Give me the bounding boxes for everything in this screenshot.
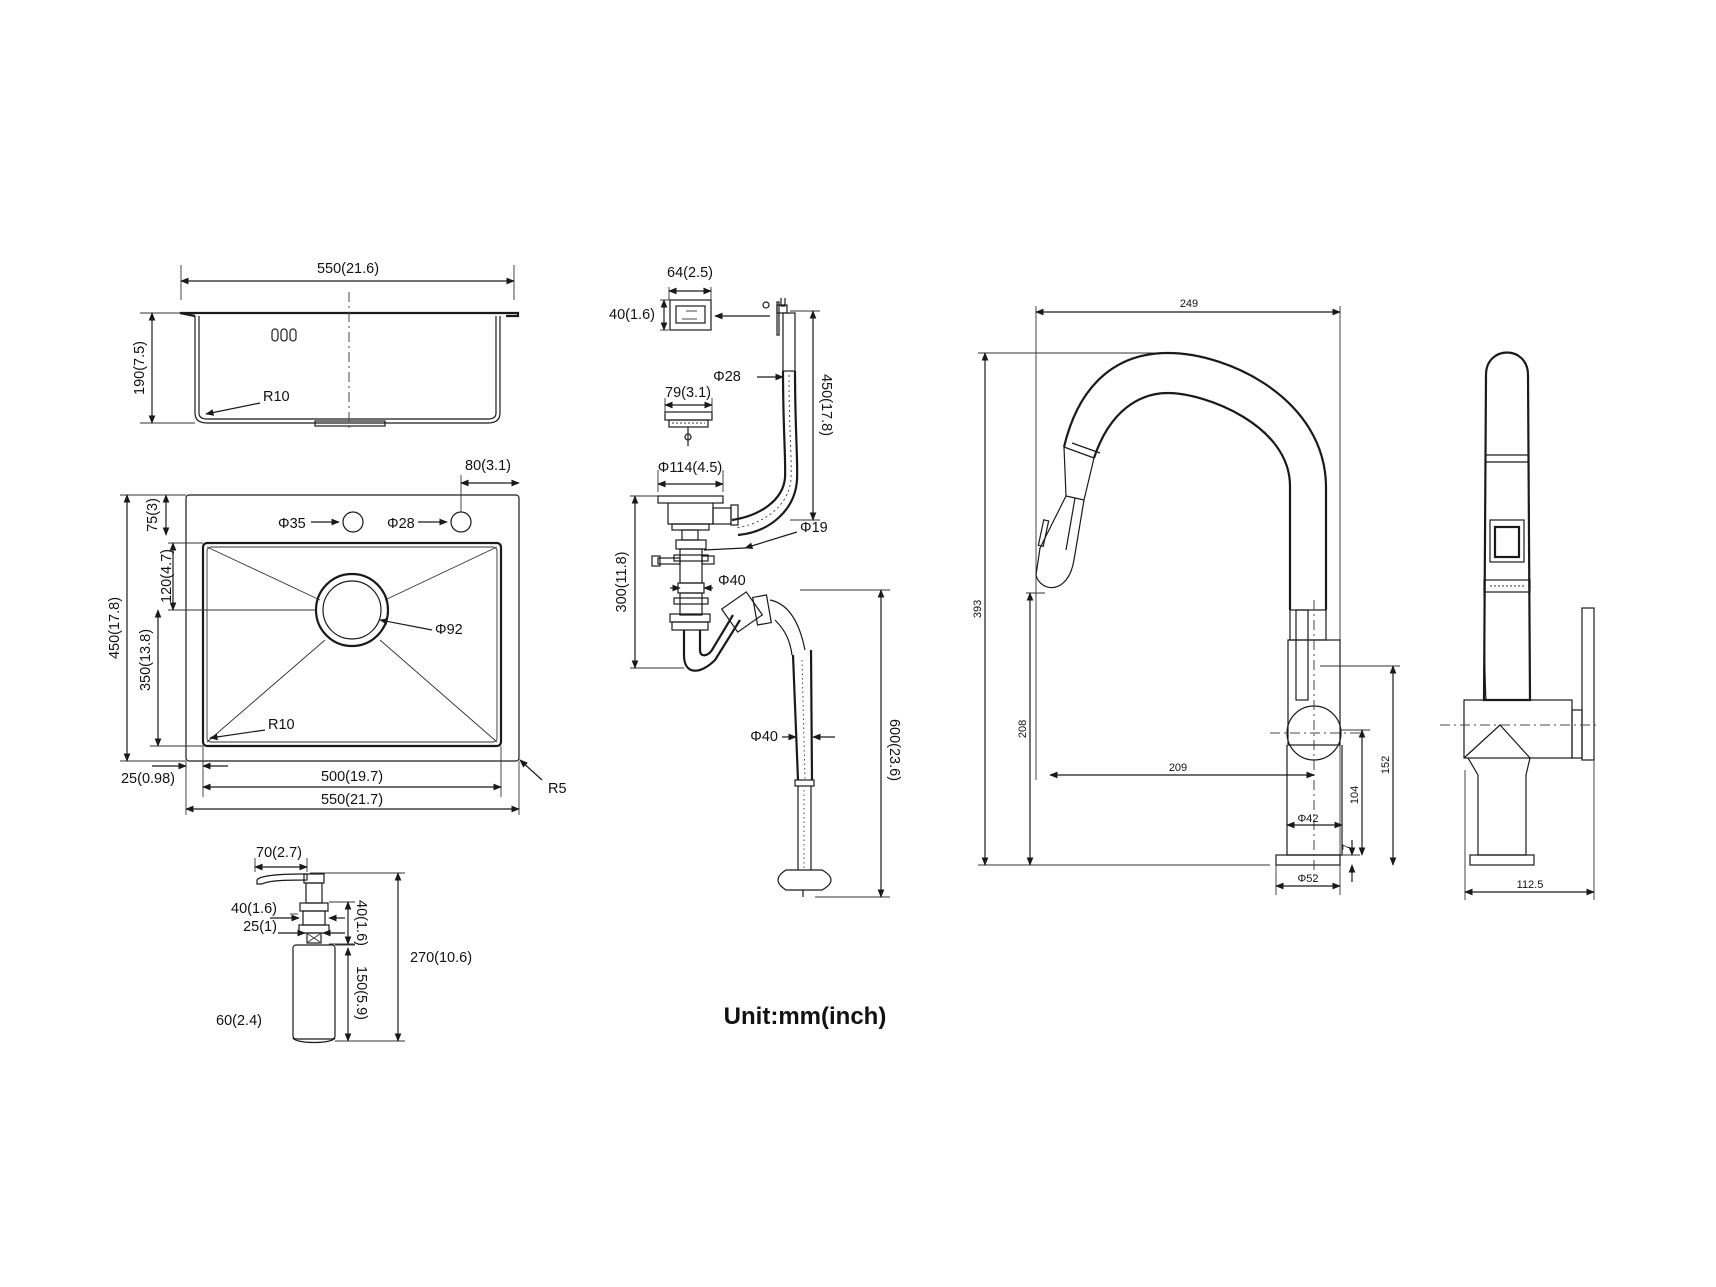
overflow-hose: [731, 370, 799, 537]
bottle-height-label: 150(5.9): [353, 966, 369, 1020]
head-height-label: 40(1.6): [353, 900, 369, 946]
hose-length-label: 450(17.8): [818, 374, 834, 436]
height-label: 393: [972, 600, 984, 618]
hole-phi28-label: Φ28: [387, 516, 415, 532]
soap-hole: [450, 511, 472, 533]
basket-label: Φ114(4.5): [658, 460, 723, 476]
inner-width-label: 500(19.7): [321, 769, 383, 785]
outlet-length-label: 600(23.6): [886, 719, 902, 781]
inlet-label: Φ19: [800, 520, 828, 536]
base-height-label: 7: [1341, 844, 1353, 850]
outer-radius-label: R5: [548, 781, 567, 797]
inner-corner-radius-label: R10: [268, 717, 295, 733]
strainer-label: 79(3.1): [665, 385, 711, 401]
overflow-cover-icon: [669, 299, 712, 331]
inner-depth-label: 350(13.8): [138, 629, 154, 691]
body-diameter-label: Φ42: [1297, 813, 1318, 825]
sink-side-view: 550(21.6) 190(7.5) R10: [132, 261, 520, 430]
sink-top-view: Φ35 Φ28 80(3.1) 75(3) 120(4.7) 450(17.8)…: [107, 458, 567, 815]
faucet-body: [1270, 600, 1360, 875]
trap-height-label: 300(11.8): [614, 552, 630, 613]
sink-height-label: 190(7.5): [132, 341, 148, 395]
drain-phi92-label: Φ92: [435, 622, 463, 638]
drain-kit: 64(2.5) 40(1.6) Φ28 450(17.8): [609, 265, 902, 898]
spout-height-label: 208: [1017, 720, 1029, 738]
pipe-lower-label: Φ40: [750, 729, 778, 745]
unit-label: Unit:mm(inch): [724, 1003, 887, 1030]
soap-dispenser: 70(2.7) 40(1.6) 25(1) 40(1.6) 150(5.9) 2…: [216, 845, 472, 1044]
outer-width-label: 550(21.7): [321, 792, 383, 808]
spout-reach-label: 209: [1169, 762, 1187, 774]
handle-height-label: 152: [1380, 756, 1392, 774]
rim-label: 25(0.98): [121, 771, 175, 787]
sink-width-label: 550(21.6): [317, 261, 379, 277]
hole-phi35-label: Φ35: [278, 516, 306, 532]
head-width-label: 40(1.6): [231, 901, 277, 917]
faucet-front-view: 249 393 209: [972, 298, 1400, 895]
basket-waste: [651, 495, 739, 631]
nozzle-label: 70(2.7): [256, 845, 302, 861]
overflow-width-label: 64(2.5): [667, 265, 713, 281]
drain-hole: [314, 572, 390, 648]
outer-depth-label: 450(17.8): [107, 597, 123, 659]
side-depth-label: 112.5: [1517, 879, 1544, 891]
top-offset-label: 80(3.1): [465, 458, 511, 474]
pipe-upper-label: Φ40: [718, 573, 746, 589]
faucet-spout: [1035, 351, 1328, 610]
thread-label: 25(1): [243, 919, 277, 935]
drain-offset-label: 120(4.7): [159, 549, 175, 603]
sink-side-radius-label: R10: [263, 389, 290, 405]
overflow-height-label: 40(1.6): [609, 307, 655, 323]
faucet-hole: [342, 511, 364, 533]
total-height-label: 270(10.6): [410, 950, 472, 966]
overflow-slots-icon: [271, 328, 297, 342]
outlet-pipe: [777, 649, 832, 897]
base-diameter-label: Φ52: [1297, 873, 1318, 885]
bottle-diameter-label: 60(2.4): [216, 1013, 262, 1029]
edge-depth-label: 75(3): [145, 498, 161, 532]
strainer-basket-icon: [664, 411, 713, 446]
overflow-hose-label: Φ28: [713, 369, 741, 385]
p-trap: [682, 591, 806, 672]
reach-label: 249: [1180, 298, 1198, 310]
body-height-label: 104: [1349, 786, 1361, 804]
faucet-side-view: 112.5: [1440, 351, 1600, 900]
